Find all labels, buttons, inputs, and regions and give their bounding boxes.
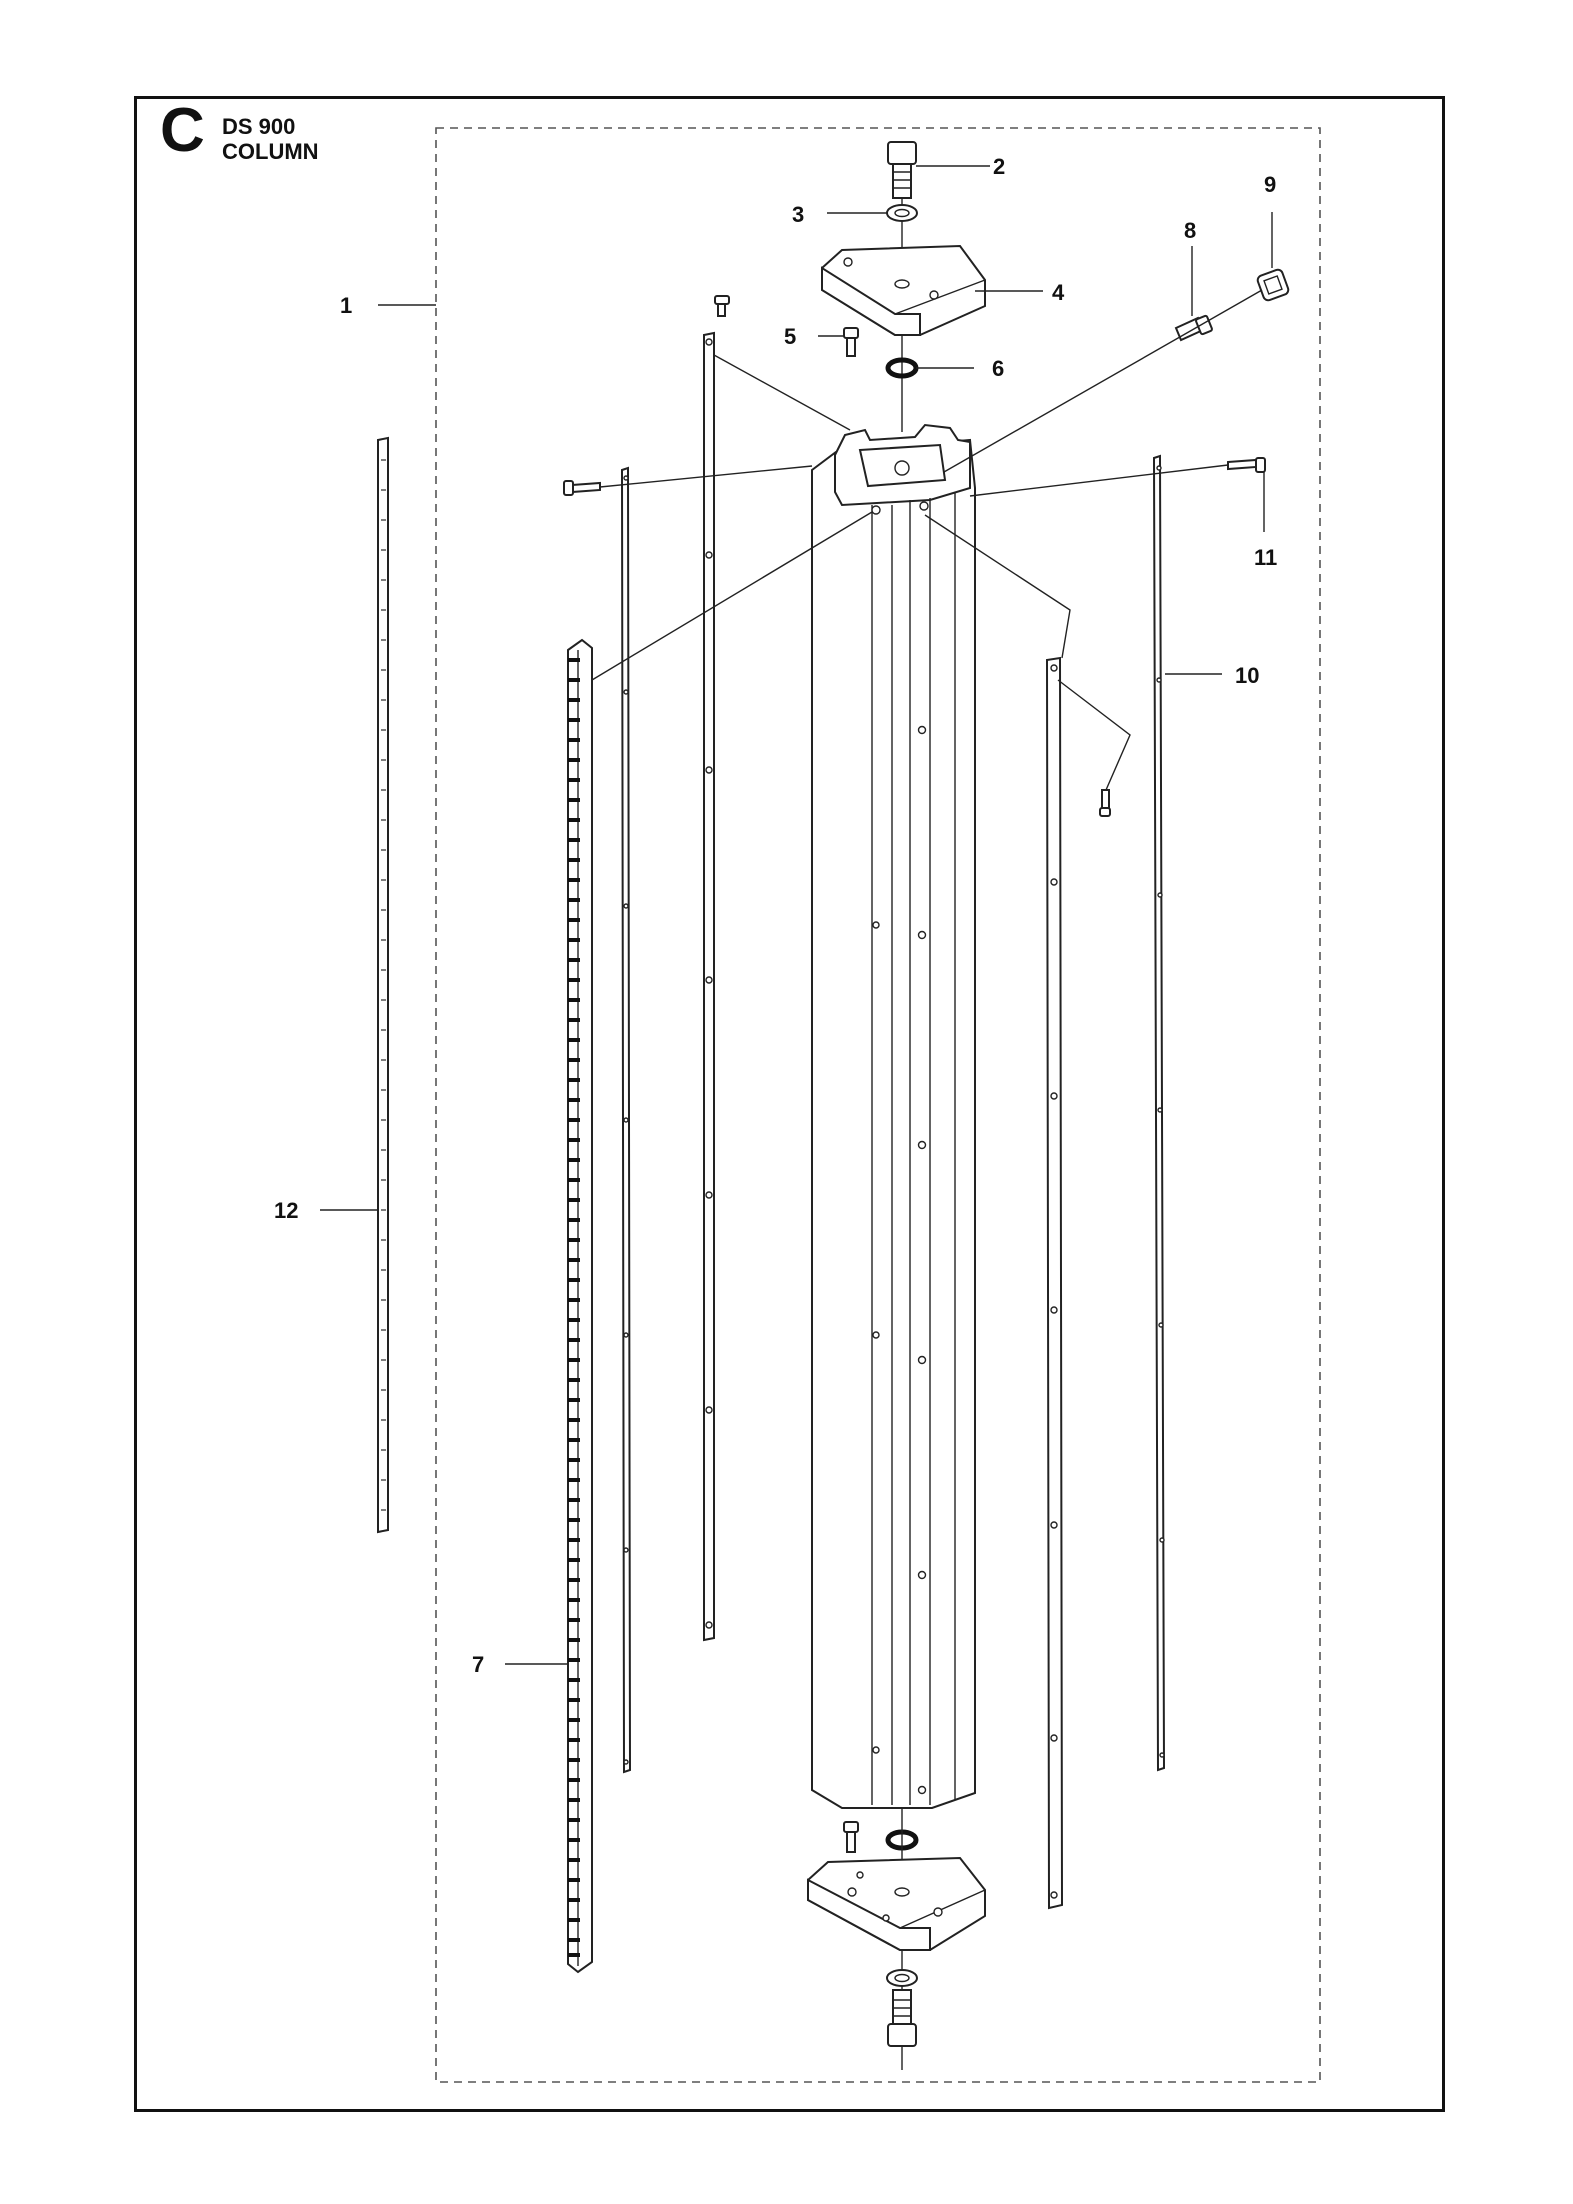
thin-strip-left — [620, 466, 632, 1774]
callout-leaders — [320, 165, 1273, 1665]
callout-1: 1 — [340, 293, 352, 318]
assembly-boundary — [435, 127, 1321, 2083]
callout-2: 2 — [993, 154, 1005, 179]
thin-strip-right — [1152, 454, 1166, 1772]
column-extrusion — [811, 423, 976, 1809]
callout-6: 6 — [992, 356, 1004, 381]
washer-bottom — [886, 1969, 918, 1987]
callout-7: 7 — [472, 1652, 484, 1677]
callout-10: 10 — [1235, 663, 1259, 688]
bottom-screw — [843, 1821, 859, 1853]
model-name: DS 900 — [222, 114, 296, 139]
gear-rack — [567, 638, 593, 1974]
bolt-bottom — [887, 1989, 917, 2047]
callout-3: 3 — [792, 202, 804, 227]
callout-11: 11 — [1254, 545, 1277, 570]
callout-9: 9 — [1264, 172, 1276, 197]
drawing-frame — [134, 96, 1445, 2112]
side-strip-left — [703, 331, 715, 1642]
section-letter: C — [160, 96, 205, 165]
top-plate — [821, 244, 986, 336]
column-holes — [872, 725, 927, 1795]
assembly-name: COLUMN — [222, 139, 319, 164]
strip-screw-top — [714, 295, 730, 317]
screw-5 — [843, 327, 859, 357]
washer-top — [886, 204, 918, 222]
strip-screw-right — [1099, 789, 1111, 817]
callout-4: 4 — [1052, 280, 1065, 305]
callout-12: 12 — [274, 1198, 298, 1223]
side-strip-right — [1045, 656, 1064, 1910]
screw-right-11 — [1227, 457, 1266, 473]
screw-left-11 — [563, 480, 601, 496]
callout-5: 5 — [784, 324, 796, 349]
scale-strip — [377, 436, 389, 1534]
title-block: DS 900 COLUMN — [222, 114, 319, 164]
bolt-top — [887, 141, 917, 432]
callout-8: 8 — [1184, 218, 1196, 243]
bottom-plate — [807, 1856, 986, 1951]
nut-9 — [1256, 268, 1290, 302]
